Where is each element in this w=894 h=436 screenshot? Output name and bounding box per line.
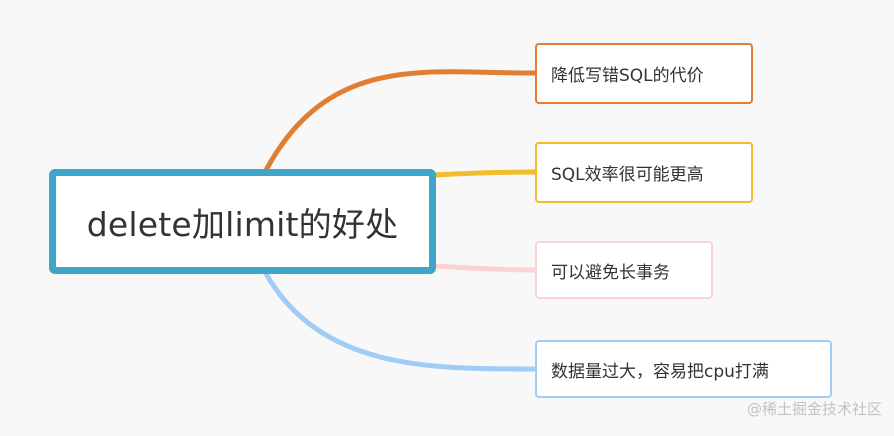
central-topic-label: delete加limit的好处 xyxy=(86,204,399,244)
connector-line-2 xyxy=(431,263,539,273)
watermark: @稀土掘金技术社区 xyxy=(746,400,882,418)
branch-topic-label: 可以避免长事务 xyxy=(551,262,670,283)
branch-topic-sql-efficiency[interactable]: SQL效率很可能更高 xyxy=(535,142,753,203)
branch-topic-label: 数据量过大，容易把cpu打满 xyxy=(551,361,769,382)
branch-topic-label: SQL效率很可能更高 xyxy=(551,165,704,185)
connector-line-0 xyxy=(262,69,539,175)
connector-line-3 xyxy=(262,269,539,372)
branch-topic-label: 降低写错SQL的代价 xyxy=(551,66,704,86)
connector-line-1 xyxy=(431,169,539,178)
branch-topic-cpu-overload[interactable]: 数据量过大，容易把cpu打满 xyxy=(535,340,832,398)
branch-topic-lower-cost[interactable]: 降低写错SQL的代价 xyxy=(535,43,753,104)
branch-topic-avoid-long-transaction[interactable]: 可以避免长事务 xyxy=(535,241,713,299)
central-topic[interactable]: delete加limit的好处 xyxy=(49,169,436,274)
